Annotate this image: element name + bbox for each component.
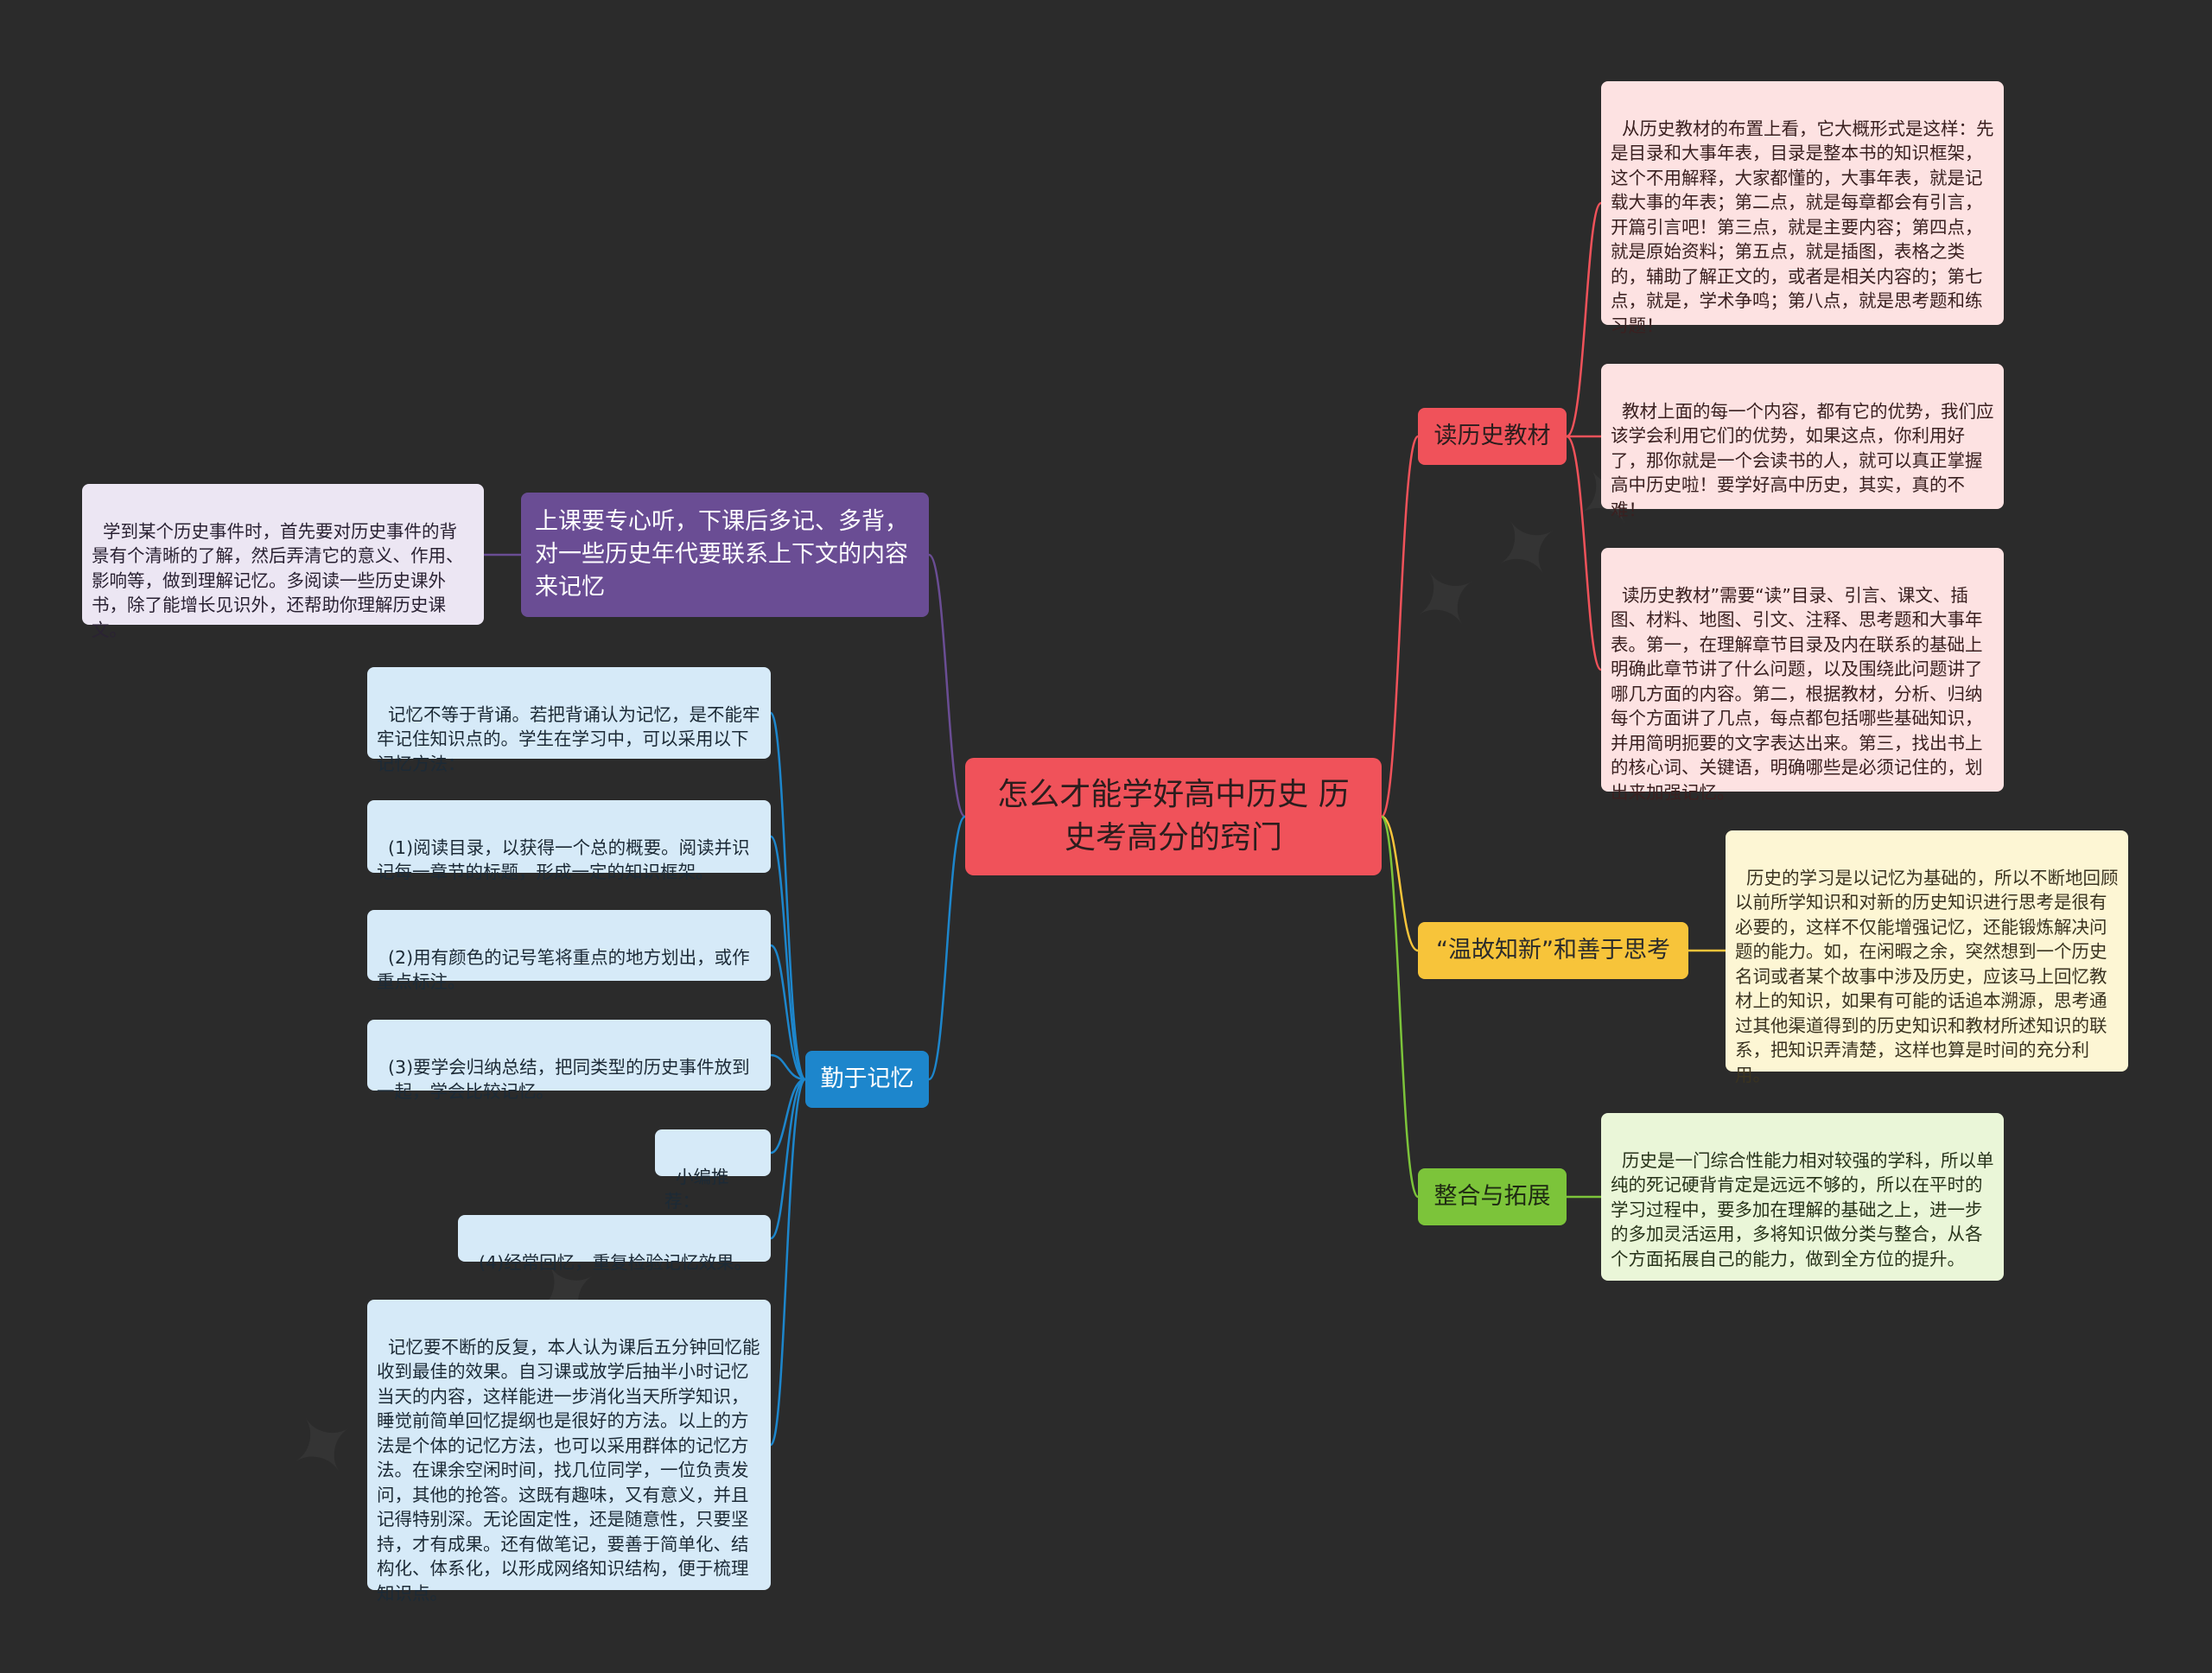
branch-label: 勤于记忆 bbox=[820, 1066, 914, 1092]
leaf-text: 教材上面的每一个内容，都有它的优势，我们应该学会利用它们的优势，如果这点，你利用… bbox=[1611, 400, 1994, 520]
leaf-review-think-1[interactable]: 历史的学习是以记忆为基础的，所以不断地回顾以前所学知识和对新的历史知识进行思考是… bbox=[1726, 830, 2128, 1085]
leaf-text: 学到某个历史事件时，首先要对历史事件的背景有个清晰的了解，然后弄清它的意义、作用… bbox=[92, 520, 464, 640]
leaf-memory-5[interactable]: 小编推荐： bbox=[655, 1129, 771, 1212]
leaf-text: 历史的学习是以记忆为基础的，所以不断地回顾以前所学知识和对新的历史知识进行思考是… bbox=[1735, 867, 2119, 1085]
leaf-class-focus-1[interactable]: 学到某个历史事件时，首先要对历史事件的背景有个清晰的了解，然后弄清它的意义、作用… bbox=[82, 484, 484, 640]
leaf-memory-1[interactable]: 记忆不等于背诵。若把背诵认为记忆，是不能牢牢记住知识点的。学生在学习中，可以采用… bbox=[367, 667, 771, 774]
leaf-text: (3)要学会归纳总结，把同类型的历史事件放到一起，学会比较记忆。 bbox=[377, 1056, 750, 1103]
leaf-memory-3[interactable]: (2)用有颜色的记号笔将重点的地方划出，或作重点标注。 bbox=[367, 910, 771, 992]
link-root-integrate bbox=[1380, 815, 1420, 1199]
leaf-text: 历史是一门综合性能力相对较强的学科，所以单纯的死记硬背肯定是远远不够的，所以在平… bbox=[1611, 1149, 1994, 1269]
branch-label: 读历史教材 bbox=[1433, 423, 1551, 449]
leaf-text: (1)阅读目录，以获得一个总的概要。阅读并识记每一章节的标题，形成一定的知识框架… bbox=[377, 836, 750, 883]
leaf-text: (4)经常回忆，重复检验记忆效果。 bbox=[479, 1251, 753, 1273]
leaf-text: 从历史教材的布置上看，它大概形式是这样：先是目录和大事年表，目录是整本书的知识框… bbox=[1611, 118, 1994, 336]
leaf-text: 记忆不等于背诵。若把背诵认为记忆，是不能牢牢记住知识点的。学生在学习中，可以采用… bbox=[377, 703, 760, 774]
branch-read-textbook[interactable]: 读历史教材 bbox=[1418, 408, 1567, 465]
branch-label: “温故知新”和善于思考 bbox=[1436, 937, 1670, 964]
leaf-memory-4[interactable]: (3)要学会归纳总结，把同类型的历史事件放到一起，学会比较记忆。 bbox=[367, 1020, 771, 1102]
leaf-integrate-1[interactable]: 历史是一门综合性能力相对较强的学科，所以单纯的死记硬背肯定是远远不够的，所以在平… bbox=[1601, 1113, 2004, 1281]
leaf-text: (2)用有颜色的记号笔将重点的地方划出，或作重点标注。 bbox=[377, 946, 750, 993]
leaf-memory-7[interactable]: 记忆要不断的反复，本人认为课后五分钟回忆能收到最佳的效果。自习课或放学后抽半小时… bbox=[367, 1300, 771, 1604]
branch-label: 整合与拓展 bbox=[1433, 1183, 1551, 1210]
branch-memory[interactable]: 勤于记忆 bbox=[805, 1051, 929, 1108]
leaf-text: 读历史教材”需要“读”目录、引言、课文、插图、材料、地图、引文、注释、思考题和大… bbox=[1611, 584, 1983, 803]
link-root-review bbox=[1381, 815, 1419, 952]
leaf-text: 小编推荐： bbox=[664, 1166, 729, 1212]
leaf-text: 记忆要不断的反复，本人认为课后五分钟回忆能收到最佳的效果。自习课或放学后抽半小时… bbox=[377, 1336, 760, 1604]
leaf-read-textbook-2[interactable]: 教材上面的每一个内容，都有它的优势，我们应该学会利用它们的优势，如果这点，你利用… bbox=[1601, 364, 2004, 520]
leaf-memory-6[interactable]: (4)经常回忆，重复检验记忆效果。 bbox=[458, 1215, 771, 1273]
leaf-read-textbook-3[interactable]: 读历史教材”需要“读”目录、引言、课文、插图、材料、地图、引文、注释、思考题和大… bbox=[1601, 548, 2004, 803]
link-root-read bbox=[1380, 435, 1420, 818]
branch-integrate[interactable]: 整合与拓展 bbox=[1418, 1168, 1567, 1225]
branch-review-think[interactable]: “温故知新”和善于思考 bbox=[1418, 922, 1688, 979]
leaf-read-textbook-1[interactable]: 从历史教材的布置上看，它大概形式是这样：先是目录和大事年表，目录是整本书的知识框… bbox=[1601, 81, 2004, 336]
link-root-memory bbox=[927, 815, 967, 1081]
branch-class-focus[interactable]: 上课要专心听，下课后多记、多背，对一些历史年代要联系上下文的内容来记忆 bbox=[521, 493, 929, 617]
root-topic[interactable]: 怎么才能学好高中历史 历史考高分的窍门 bbox=[965, 758, 1382, 875]
branch-label: 上课要专心听，下课后多记、多背，对一些历史年代要联系上下文的内容来记忆 bbox=[535, 508, 908, 601]
link-root-class bbox=[927, 553, 967, 818]
leaf-memory-2[interactable]: (1)阅读目录，以获得一个总的概要。阅读并识记每一章节的标题，形成一定的知识框架… bbox=[367, 800, 771, 882]
root-title: 怎么才能学好高中历史 历史考高分的窍门 bbox=[997, 777, 1350, 856]
